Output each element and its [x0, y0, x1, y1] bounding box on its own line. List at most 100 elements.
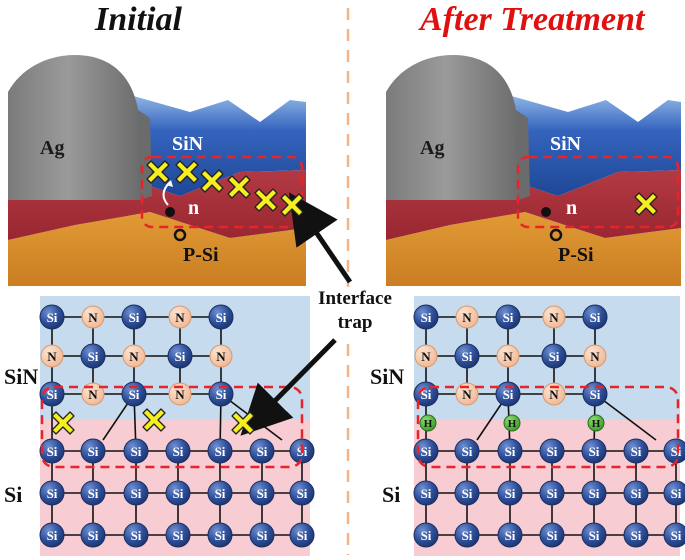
side-label-si: Si: [4, 482, 23, 507]
n-atom: N: [122, 344, 146, 368]
si-atom: Si: [581, 522, 607, 548]
initial-cross-section: [8, 55, 306, 286]
svg-text:Si: Si: [421, 486, 432, 501]
si-atom: Si: [497, 438, 523, 464]
svg-text:N: N: [421, 349, 431, 364]
side-label-si: Si: [382, 482, 401, 507]
si-atom: Si: [497, 480, 523, 506]
si-atom: Si: [39, 522, 65, 548]
si-atom: Si: [413, 304, 439, 330]
interface-trap-callout: Interface trap: [312, 287, 398, 335]
trap-x-icon: [227, 175, 251, 199]
svg-text:Si: Si: [88, 486, 99, 501]
si-atom: Si: [289, 522, 315, 548]
svg-text:Si: Si: [547, 444, 558, 459]
svg-text:Si: Si: [462, 486, 473, 501]
svg-text:N: N: [503, 349, 513, 364]
interface-box: [140, 155, 304, 229]
trap-x-icon: [200, 169, 224, 193]
si-atom: Si: [165, 522, 191, 548]
si-atom: Si: [663, 438, 685, 464]
si-atom: Si: [582, 304, 608, 330]
label-psi: P-Si: [558, 244, 594, 266]
si-atom: Si: [249, 480, 275, 506]
si-atom: Si: [454, 522, 480, 548]
after-cross-section: [386, 55, 681, 286]
si-atom: Si: [623, 480, 649, 506]
svg-text:Si: Si: [421, 310, 432, 325]
n-atom: N: [496, 344, 520, 368]
n-atom: N: [168, 305, 192, 329]
si-atom: Si: [582, 381, 608, 407]
si-atom: Si: [39, 480, 65, 506]
si-atom: Si: [80, 438, 106, 464]
callout-line-1: Interface: [318, 288, 392, 309]
svg-text:Si: Si: [215, 528, 226, 543]
hole-icon: [173, 228, 187, 242]
svg-text:N: N: [216, 349, 226, 364]
si-atom: Si: [123, 438, 149, 464]
svg-text:Si: Si: [257, 486, 268, 501]
si-atom: Si: [207, 522, 233, 548]
svg-text:N: N: [462, 387, 472, 402]
n-atom: N: [209, 344, 233, 368]
svg-text:Si: Si: [88, 444, 99, 459]
si-atom: Si: [454, 480, 480, 506]
n-atom: N: [414, 344, 438, 368]
svg-text:Si: Si: [505, 528, 516, 543]
si-atom: Si: [39, 304, 65, 330]
n-atom: N: [455, 382, 479, 406]
trap-x-icon: [254, 188, 278, 212]
svg-text:Si: Si: [631, 528, 642, 543]
label-ag: Ag: [420, 137, 445, 159]
svg-text:Si: Si: [47, 528, 58, 543]
svg-text:Si: Si: [216, 387, 227, 402]
si-atom: Si: [165, 480, 191, 506]
si-atom: Si: [539, 480, 565, 506]
ag-contact: [8, 55, 140, 200]
si-atom: Si: [165, 438, 191, 464]
svg-text:Si: Si: [590, 387, 601, 402]
si-atom: Si: [581, 480, 607, 506]
si-atom: Si: [208, 381, 234, 407]
svg-text:Si: Si: [671, 444, 682, 459]
svg-text:Si: Si: [462, 349, 473, 364]
si-atom: Si: [249, 438, 275, 464]
svg-text:Si: Si: [47, 387, 58, 402]
svg-text:H: H: [508, 418, 517, 430]
side-label-sin: SiN: [4, 364, 39, 389]
si-atom: Si: [623, 522, 649, 548]
svg-text:Si: Si: [215, 486, 226, 501]
svg-text:Si: Si: [297, 528, 308, 543]
callout-arrow-lower: [240, 338, 337, 436]
svg-text:N: N: [129, 349, 139, 364]
si-atom: Si: [413, 480, 439, 506]
si-atom: Si: [581, 438, 607, 464]
si-atom: Si: [454, 438, 480, 464]
si-atom: Si: [663, 522, 685, 548]
si-atom: Si: [121, 304, 147, 330]
n-atom: N: [81, 382, 105, 406]
label-n: n: [188, 197, 200, 219]
svg-text:H: H: [592, 418, 601, 430]
si-atom: Si: [413, 522, 439, 548]
label-psi: P-Si: [183, 244, 219, 266]
svg-text:Si: Si: [175, 349, 186, 364]
h-atom: H: [587, 414, 605, 432]
svg-text:Si: Si: [547, 528, 558, 543]
trap-x-icon: [231, 411, 255, 435]
n-atom: N: [168, 382, 192, 406]
si-atom: Si: [541, 343, 567, 369]
svg-text:Si: Si: [173, 444, 184, 459]
si-atom: Si: [413, 438, 439, 464]
svg-text:N: N: [47, 349, 57, 364]
n-atom: N: [40, 344, 64, 368]
si-atom: Si: [80, 343, 106, 369]
svg-text:Si: Si: [47, 310, 58, 325]
si-atom: Si: [123, 522, 149, 548]
si-atom: Si: [39, 438, 65, 464]
svg-text:Si: Si: [131, 444, 142, 459]
svg-text:Si: Si: [671, 486, 682, 501]
svg-text:Si: Si: [503, 310, 514, 325]
svg-text:N: N: [549, 310, 559, 325]
